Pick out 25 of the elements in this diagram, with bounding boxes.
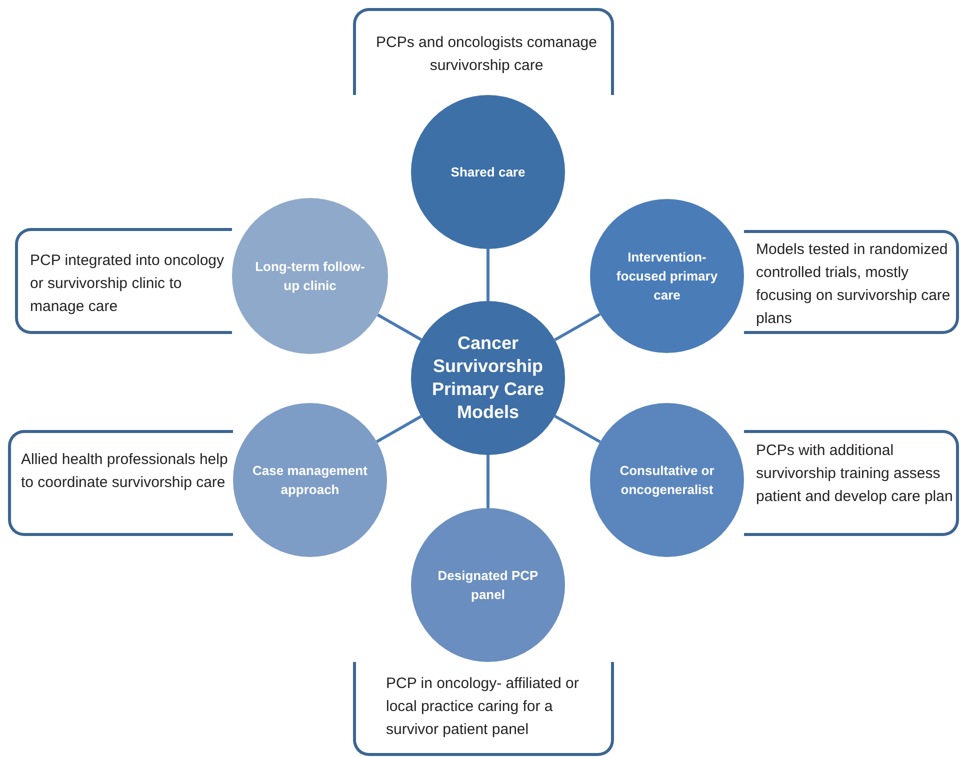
model-label: Shared care: [450, 164, 526, 182]
model-label: Designated PCP panel: [436, 567, 540, 604]
description-box: [353, 662, 614, 756]
description-text: PCPs and oncologists comanage survivorship care: [376, 33, 597, 76]
model-label: Consultative or oncogeneralist: [618, 462, 716, 499]
description-box: [744, 430, 959, 536]
description-text: PCP integrated into oncology or survivorship clinic to manage care: [30, 251, 226, 317]
description-box: [353, 8, 614, 95]
connector-line: [376, 414, 422, 444]
connector-line: [486, 455, 490, 508]
description-text: PCP in oncology- affiliated or local practice caring for a survivor patient panel: [386, 674, 580, 740]
description-text: Allied health professionals help to coordinate survivorship care: [21, 450, 229, 493]
model-label: Long-term follow-up clinic: [254, 258, 366, 295]
description-box: [15, 228, 232, 334]
connector-line: [554, 312, 601, 342]
connector-line: [376, 313, 422, 342]
description-box: [744, 230, 959, 334]
model-label: Cancer Survivorship Primary Care Models: [430, 332, 546, 424]
model-label: Case management approach: [252, 462, 368, 499]
description-box: [8, 430, 233, 536]
model-label: Intervention-focused primary care: [615, 248, 719, 304]
connector-line: [486, 249, 490, 301]
description-text: Models tested in randomized controlled trials, mostly focusing on survivorship care plans: [756, 240, 952, 329]
description-text: PCPs with additional survivorship training assess patient and develop care plan: [756, 441, 954, 507]
connector-line: [554, 414, 601, 444]
